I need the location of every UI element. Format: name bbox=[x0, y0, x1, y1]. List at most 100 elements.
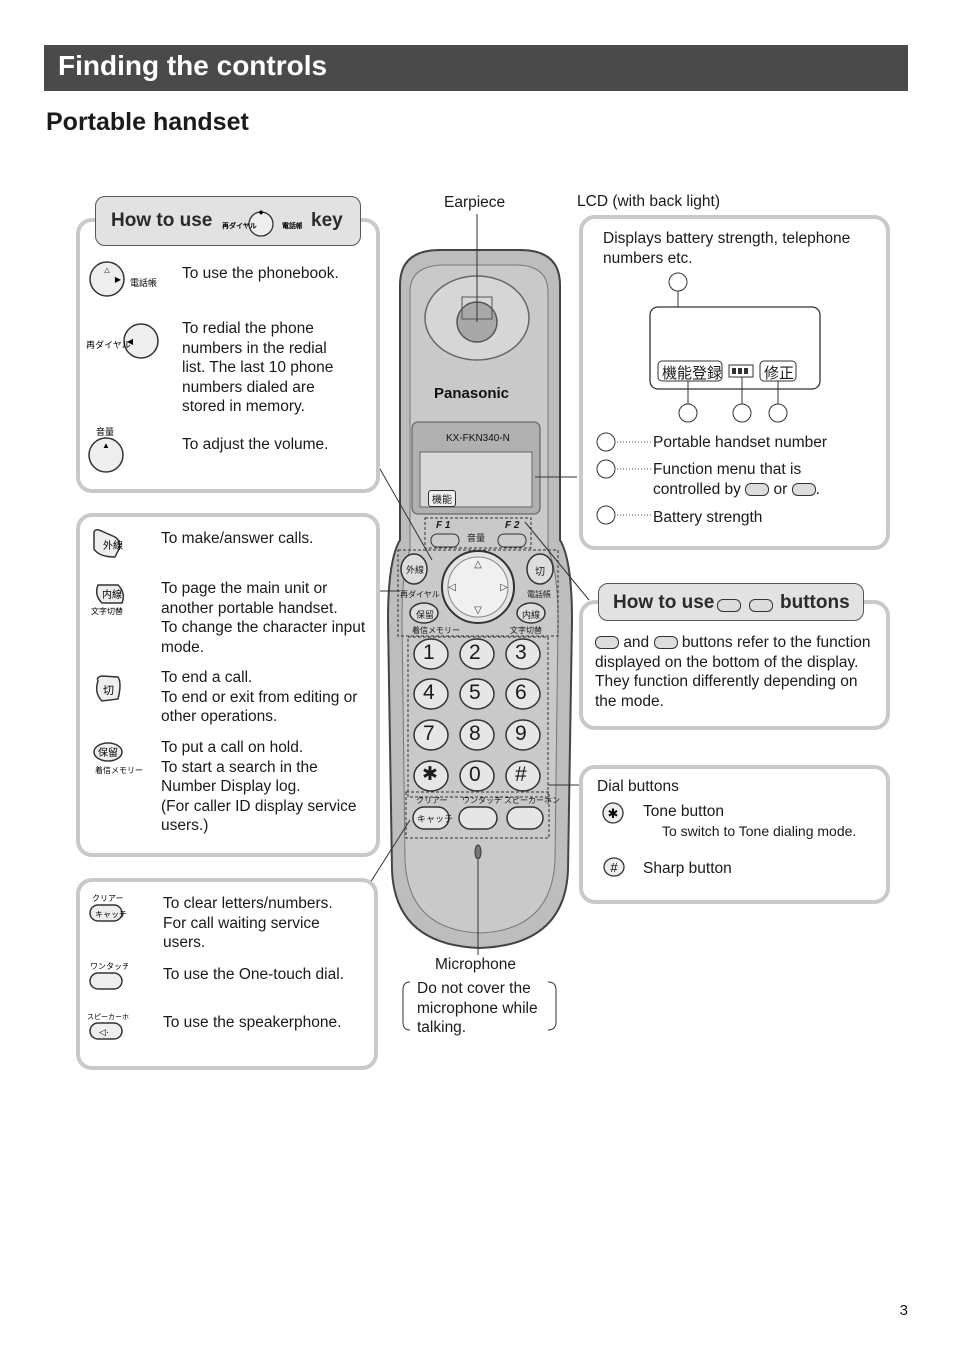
f-header-prefix: How to use bbox=[613, 592, 715, 613]
f2-label: F 2 bbox=[505, 520, 520, 531]
lcd-edit-label: 修正 bbox=[764, 365, 795, 382]
buttons-panel bbox=[76, 513, 380, 857]
nav-header-prefix: How to use bbox=[111, 210, 213, 231]
svg-text:外線: 外線 bbox=[103, 539, 123, 552]
legend-function-text: Function menu that is controlled by bbox=[653, 461, 802, 498]
hold-icon: 保留 着信メモリー bbox=[93, 742, 143, 775]
model-label: KX-FKN340-N bbox=[446, 433, 510, 444]
key-9[interactable]: 9 bbox=[515, 722, 527, 745]
dial-title: Dial buttons bbox=[597, 778, 679, 795]
key-8[interactable]: 8 bbox=[469, 722, 481, 745]
key-0[interactable]: 0 bbox=[469, 763, 481, 786]
key-5[interactable]: 5 bbox=[469, 681, 481, 704]
svg-text:◁·: ◁· bbox=[99, 1027, 109, 1037]
dial-panel bbox=[579, 765, 890, 904]
page-number: 3 bbox=[899, 1302, 908, 1319]
f2-inline-icon bbox=[653, 636, 678, 650]
key-2[interactable]: 2 bbox=[469, 641, 481, 664]
f-text-body: buttons refer to the function displayed … bbox=[595, 634, 871, 710]
tone-star-icon: ✱ bbox=[602, 802, 624, 824]
svg-text:スピーカーホン: スピーカーホン bbox=[87, 1013, 130, 1021]
f-panel-text: and buttons refer to the function displa… bbox=[595, 633, 877, 711]
nav-key-panel bbox=[76, 218, 380, 493]
intercom-button[interactable]: 内線 bbox=[522, 610, 541, 620]
svg-text:切: 切 bbox=[103, 684, 114, 697]
svg-text:▶: ▶ bbox=[115, 275, 122, 284]
svg-text:保留: 保留 bbox=[98, 746, 118, 759]
legend-or: or bbox=[773, 480, 788, 498]
btn-item-end: To end a call. To end or exit from editi… bbox=[161, 669, 358, 725]
caller-memory-label: 着信メモリー bbox=[412, 626, 460, 635]
intercom-icon: 内線 文字切替 bbox=[91, 584, 125, 616]
f-text-and: and bbox=[623, 634, 650, 651]
outside-line-button[interactable]: 外線 bbox=[406, 565, 425, 575]
outside-line-icon: 外線 bbox=[93, 529, 123, 558]
title-bar: Finding the controls bbox=[44, 45, 908, 91]
key-7[interactable]: 7 bbox=[423, 722, 435, 745]
lcd-function-label: 機能登録 bbox=[662, 365, 723, 382]
nav-item-volume: To adjust the volume. bbox=[182, 436, 329, 453]
lcd-intro: Displays battery strength, telephone num… bbox=[603, 230, 851, 267]
hold-button[interactable]: 保留 bbox=[416, 610, 435, 620]
lower-item-speaker: To use the speakerphone. bbox=[163, 1014, 342, 1031]
svg-text:電話帳: 電話帳 bbox=[130, 277, 157, 288]
microphone-label: Microphone bbox=[435, 956, 516, 973]
svg-text:着信メモリー: 着信メモリー bbox=[95, 765, 143, 775]
nav-header-suffix: key bbox=[311, 210, 343, 231]
key-4[interactable]: 4 bbox=[423, 681, 435, 704]
phonebook-label: 電話帳 bbox=[527, 590, 551, 599]
f2-icon bbox=[791, 482, 816, 496]
sharp-icon: # bbox=[603, 857, 625, 877]
speaker-label: スピーカーホン bbox=[504, 796, 560, 805]
catch-button[interactable]: キャッチ bbox=[417, 814, 454, 824]
svg-text:クリアー: クリアー bbox=[92, 894, 124, 903]
svg-text:◁: ◁ bbox=[448, 582, 456, 593]
volume-label: 音量 bbox=[467, 533, 486, 543]
lcd-soft-label: 機能 bbox=[428, 490, 456, 507]
earpiece-label: Earpiece bbox=[444, 194, 506, 211]
svg-text:ワンタッチ: ワンタッチ bbox=[90, 962, 128, 971]
mic-note: Do not cover the microphone while talkin… bbox=[417, 980, 538, 1036]
svg-text:✱: ✱ bbox=[608, 806, 619, 821]
svg-text:再ダイヤル: 再ダイヤル bbox=[222, 221, 257, 230]
svg-text:▷: ▷ bbox=[500, 582, 508, 593]
btn-item-hold: To put a call on hold. To start a search… bbox=[161, 739, 357, 834]
legend-handset-number: Portable handset number bbox=[653, 434, 828, 451]
onetouch-icon: ワンタッチ bbox=[89, 962, 128, 990]
redial-label: 再ダイヤル bbox=[400, 590, 440, 599]
redial-nav-icon: ◀ 再ダイヤル bbox=[86, 323, 159, 359]
sharp-label: Sharp button bbox=[643, 860, 732, 877]
svg-text:キャッチ: キャッチ bbox=[95, 910, 127, 919]
tone-label: Tone button bbox=[643, 803, 725, 820]
svg-text:◆: ◆ bbox=[258, 209, 264, 216]
lcd-illustration bbox=[649, 272, 821, 423]
key-star[interactable]: ✱ bbox=[422, 764, 438, 785]
phonebook-nav-icon: △ ▶ 電話帳 bbox=[89, 261, 157, 297]
lower-item-clear: To clear letters/numbers. For call waiti… bbox=[163, 895, 333, 951]
key-3[interactable]: 3 bbox=[515, 641, 527, 664]
key-sharp[interactable]: # bbox=[515, 763, 527, 786]
page-title: Finding the controls bbox=[58, 50, 328, 81]
brand-logo: Panasonic bbox=[434, 385, 510, 402]
key-6[interactable]: 6 bbox=[515, 681, 527, 704]
svg-text:△: △ bbox=[104, 267, 110, 274]
svg-text:▲: ▲ bbox=[102, 441, 110, 450]
lcd-legend-markers bbox=[596, 432, 652, 525]
tone-desc: To switch to Tone dialing mode. bbox=[662, 823, 857, 839]
btn-item-answer: To make/answer calls. bbox=[161, 530, 314, 547]
speakerphone-icon: スピーカーホン ◁· bbox=[87, 1013, 130, 1040]
svg-text:文字切替: 文字切替 bbox=[91, 606, 123, 616]
off-button[interactable]: 切 bbox=[535, 567, 545, 578]
f1-inline-icon bbox=[595, 636, 619, 650]
clear-label: クリアー bbox=[416, 796, 448, 805]
f-header-suffix: buttons bbox=[780, 592, 850, 613]
lcd-label: LCD (with back light) bbox=[577, 193, 720, 210]
section-subtitle: Portable handset bbox=[46, 108, 249, 136]
nav-item-phonebook: To use the phonebook. bbox=[182, 265, 339, 282]
key-1[interactable]: 1 bbox=[423, 641, 435, 664]
legend-function-menu: Function menu that is controlled by or . bbox=[653, 461, 820, 498]
f-buttons-header: How to use buttons bbox=[598, 583, 864, 621]
lower-buttons-panel bbox=[76, 878, 378, 1070]
svg-text:再ダイヤル: 再ダイヤル bbox=[86, 339, 131, 350]
f1-header-icon bbox=[717, 599, 741, 612]
